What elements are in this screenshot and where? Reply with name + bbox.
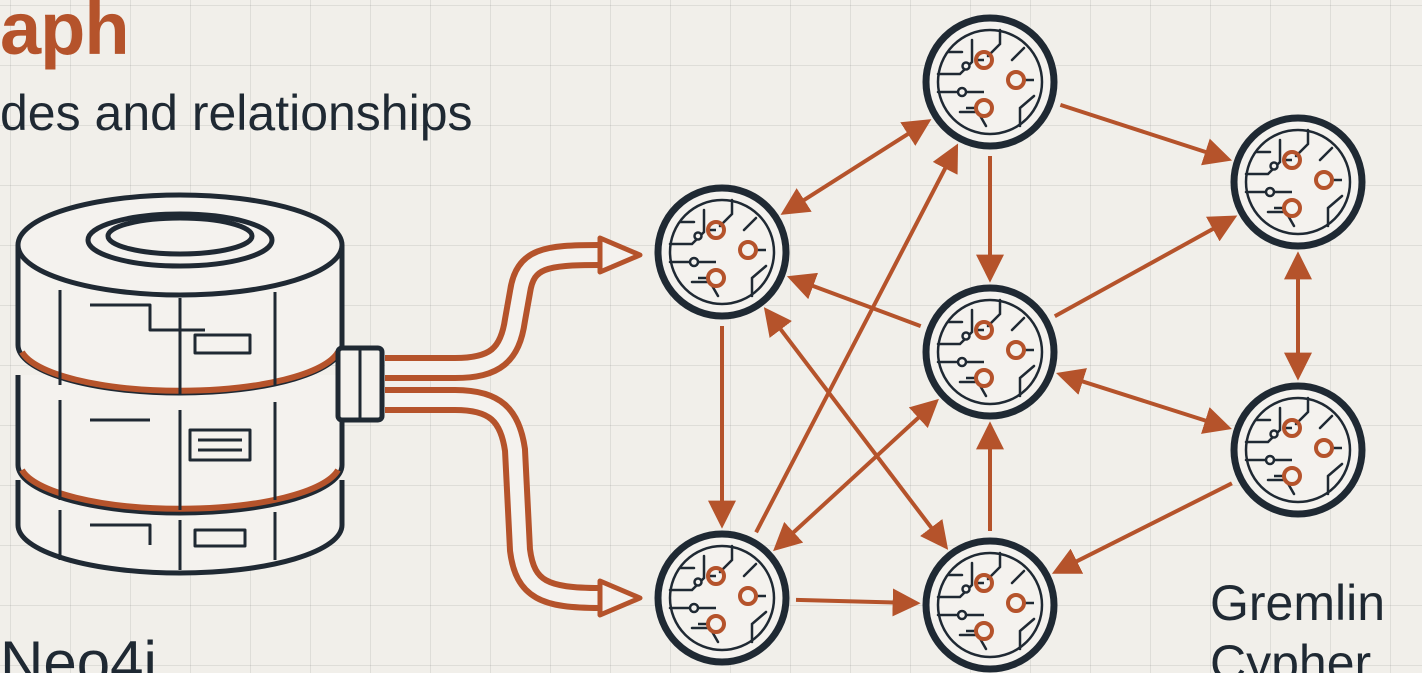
graph-edges: [708, 102, 1312, 617]
graph-edge: [795, 588, 921, 617]
graph-edge: [786, 272, 922, 328]
graph-edge: [1051, 481, 1233, 574]
graph-edge: [1056, 368, 1232, 434]
node-circuit-icon: [922, 284, 1058, 420]
diagram-subtitle: des and relationships: [0, 85, 473, 141]
database-cylinder-icon: [15, 192, 385, 576]
query-language-label: Gremlin: [1210, 575, 1386, 631]
graph-nodes: [654, 14, 1366, 673]
node-circuit-icon: [922, 537, 1058, 673]
graph-edge: [1053, 215, 1238, 318]
diagram-title: aph: [0, 0, 130, 70]
database-connection-pipe: [385, 235, 643, 618]
graph-edge: [763, 307, 949, 550]
query-language-label: Cypher: [1210, 635, 1372, 673]
node-circuit-icon: [654, 530, 790, 666]
graph-edge: [780, 119, 932, 215]
node-circuit-icon: [1230, 382, 1366, 518]
node-circuit-icon: [1230, 114, 1366, 250]
node-circuit-icon: [654, 184, 790, 320]
node-circuit-icon: [922, 14, 1058, 150]
database-label: Neo4j: [0, 629, 157, 673]
graph-edge: [1059, 102, 1233, 166]
graph-edge: [773, 398, 939, 552]
